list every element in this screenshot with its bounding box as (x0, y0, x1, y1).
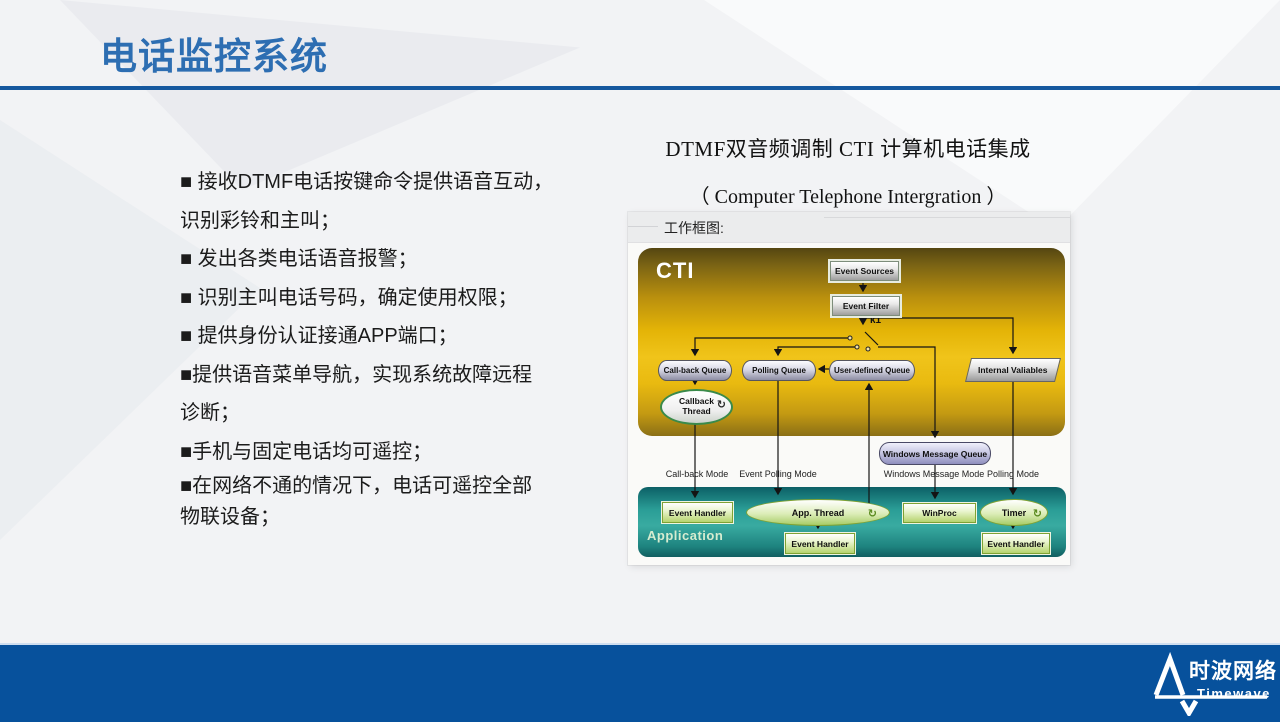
decorative-line (824, 217, 1070, 218)
node-event-handler: Event Handler (785, 533, 855, 554)
loop-arrow-icon: ↻ (1032, 508, 1042, 520)
section-heading: DTMF双音频调制 CTI 计算机电话集成 （ Computer Telepho… (628, 133, 1068, 209)
diagram-caption-strip: 工作框图: (628, 212, 1070, 243)
bullet-line: ■ 发出各类电话语音报警； (180, 248, 418, 270)
bullet-line: ■手机与固定电话均可遥控； (180, 440, 433, 463)
node-event-sources: Event Sources (830, 261, 899, 281)
node-app-thread: App. Thread ↻ (746, 499, 890, 526)
node-label: Callback Thread (679, 396, 714, 416)
loop-arrow-icon: ↻ (716, 399, 726, 411)
node-callback-queue: Call-back Queue (658, 360, 732, 381)
node-event-handler: Event Handler (662, 502, 733, 523)
brand-name-cn: 时波网络 (1189, 660, 1277, 683)
footer-bar (0, 643, 1280, 722)
node-label: App. Thread (791, 507, 845, 518)
node-winproc: WinProc (903, 503, 976, 523)
mode-label-event-polling: Event Polling Mode (739, 469, 817, 479)
diagram-caption: 工作框图: (664, 220, 724, 236)
bullet-line: ■ 识别主叫电话号码，确定使用权限； (180, 286, 518, 309)
heading-line-cn: DTMF双音频调制 CTI 计算机电话集成 (665, 137, 1031, 161)
bullet-line: ■ 接收DTMF电话按键命令提供语音互动， (180, 171, 554, 193)
decorative-line (628, 226, 658, 227)
title-underline (0, 86, 1280, 90)
node-label: Timer (1001, 507, 1027, 518)
node-callback-thread: Callback Thread ↻ (660, 389, 733, 425)
bullet-line: 诊断； (180, 402, 240, 424)
brand-name-en: Timewave (1197, 686, 1271, 701)
loop-arrow-icon: ↻ (867, 508, 877, 520)
node-event-filter: Event Filter (832, 296, 900, 316)
node-polling-queue: Polling Queue (742, 360, 816, 381)
cti-panel-title: CTI (656, 258, 695, 283)
node-windows-message-queue: Windows Message Queue (879, 442, 991, 465)
page-title: 电话监控系统 (100, 36, 328, 77)
feature-bullet-list: ■ 接收DTMF电话按键命令提供语音互动， 识别彩铃和主叫； ■ 发出各类电话语… (180, 163, 605, 533)
node-internal-valiables: Internal Valiables (965, 358, 1061, 382)
bullet-line: ■ 提供身份认证接通APP端口； (180, 325, 458, 347)
mode-label-windows-message: Windows Message Mode (883, 469, 985, 479)
bullet-line: 物联设备； (180, 506, 280, 528)
heading-line-en: （ Computer Telephone Intergration ） (689, 186, 1007, 208)
node-user-defined-queue: User-defined Queue (829, 360, 915, 381)
diagram-connectors (690, 279, 1018, 530)
node-timer: Timer ↻ (980, 499, 1048, 526)
bullet-line: ■提供语音菜单导航，实现系统故障远程 (180, 363, 533, 386)
cti-framework-diagram: 工作框图: (628, 212, 1070, 565)
application-panel-title: Application (647, 528, 724, 543)
switch-label: k1 (870, 315, 882, 326)
mode-label-callback: Call-back Mode (665, 469, 729, 479)
node-label: Internal Valiables (978, 365, 1048, 375)
node-event-handler: Event Handler (982, 533, 1050, 554)
waveform-icon (1153, 651, 1267, 716)
mode-label-polling: Polling Mode (986, 469, 1040, 479)
bullet-line: ■在网络不通的情况下，电话可遥控全部 (180, 475, 533, 497)
bullet-line: 识别彩铃和主叫； (180, 209, 340, 232)
